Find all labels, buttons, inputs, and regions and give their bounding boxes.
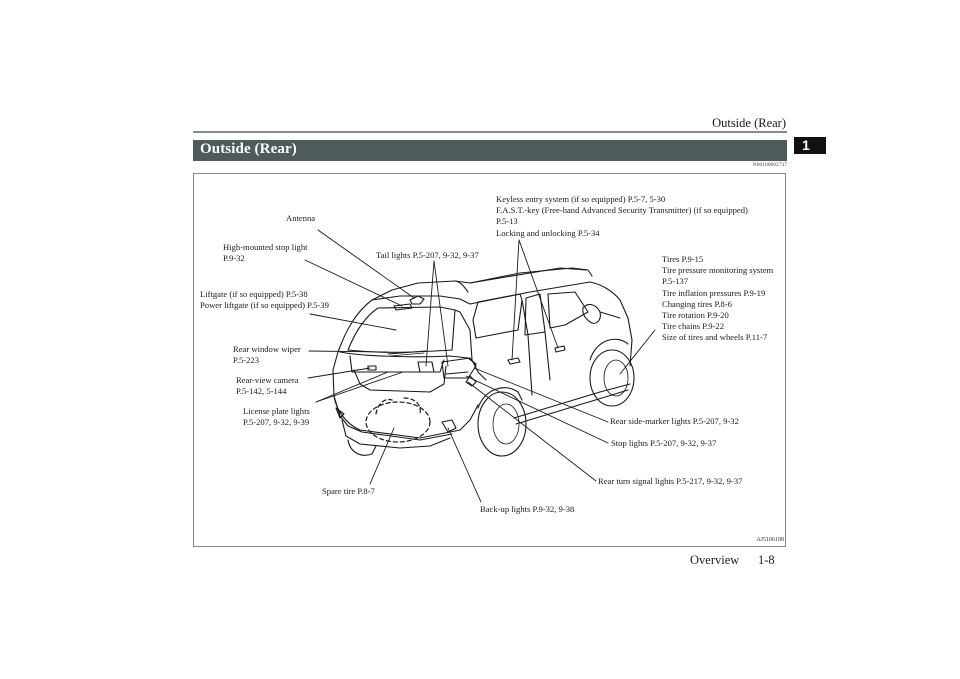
label-line: Tire chains P.9-22 (662, 321, 724, 332)
running-head: Outside (Rear) (712, 116, 786, 130)
label-line: Liftgate (if so equipped) P.5-38 (200, 289, 308, 299)
leader-rear-side-marker-lights (473, 367, 609, 423)
page-ref: P.9-32 (223, 253, 245, 264)
label-line: License plate lights (243, 406, 310, 416)
document-id: N00100602737 (752, 162, 787, 168)
label-antenna-text: Antenna (286, 213, 316, 223)
leader-lines (304, 229, 656, 503)
label-line: Rear window wiper (233, 344, 301, 354)
leader-antenna (317, 229, 415, 299)
leader-spare-tire (369, 427, 395, 485)
page-ref: P.5-137 (662, 276, 689, 287)
label-antenna: Antenna (286, 213, 315, 224)
leader-keyless-2 (518, 239, 559, 349)
label-license-plate-lights: License plate lights P.5-207, 9-32, 9-39 (243, 406, 310, 428)
label-rear-side-marker-lights: Rear side-marker lights P.5-207, 9-32 (610, 416, 739, 427)
leader-liftgate (309, 313, 397, 331)
label-tires: Tires P.9-15 Tire pressure monitoring sy… (662, 254, 773, 344)
header-rule (193, 131, 787, 133)
label-line: Size of tires and wheels P.11-7 (662, 332, 768, 343)
label-tail-lights: Tail lights P.5-207, 9-32, 9-37 (376, 250, 479, 261)
leader-high-mounted-stop-light (304, 259, 403, 307)
label-line: Tire rotation P.9-20 (662, 310, 729, 321)
label-rear-turn-signal-lights: Rear turn signal lights P.5-217, 9-32, 9… (598, 476, 742, 487)
chapter-tab: 1 (794, 137, 826, 154)
leader-license-plate-lights-1 (315, 371, 389, 403)
leader-tires (619, 329, 656, 375)
label-line: Tires P.9-15 (662, 254, 704, 264)
label-line: F.A.S.T.-key (Free-hand Advanced Securit… (496, 205, 748, 216)
label-line: Tire pressure monitoring system (662, 265, 774, 276)
label-high-mounted-stop-light: High-mounted stop light P.9-32 (223, 242, 308, 264)
label-line: Rear-view camera (236, 375, 299, 385)
label-keyless-entry: Keyless entry system (if so equipped) P.… (496, 194, 748, 239)
leader-keyless-1 (511, 239, 520, 361)
car-body-outline (332, 267, 635, 457)
label-line: Power liftgate (if so equipped) P.5-39 (200, 300, 329, 311)
page-ref: P.5-223 (233, 355, 260, 366)
figure-frame (193, 173, 786, 547)
label-line: Stop lights P.5-207, 9-32, 9-37 (611, 438, 717, 448)
label-line: Rear turn signal lights P.5-217, 9-32, 9… (598, 476, 743, 486)
label-line: Changing tires P.8-6 (662, 298, 732, 309)
leader-license-plate-lights-2 (315, 371, 404, 403)
section-title-bar (193, 140, 787, 161)
label-line: Spare tire P.8-7 (322, 486, 375, 496)
label-rear-window-wiper: Rear window wiper P.5-223 (233, 344, 301, 366)
page-number: 1-8 (758, 553, 775, 567)
leader-rear-window-wiper (308, 350, 389, 353)
label-liftgate: Liftgate (if so equipped) P.5-38 Power l… (200, 289, 329, 311)
label-line: Back-up lights P.9-32, 9-38 (480, 504, 575, 514)
figure-id: AJ5106188 (756, 537, 784, 543)
label-line: Tire inflation pressures P.9-19 (662, 287, 766, 298)
label-line: High-mounted stop light (223, 242, 308, 252)
label-backup-lights: Back-up lights P.9-32, 9-38 (480, 504, 574, 515)
leader-rear-turn-signal-lights (467, 381, 597, 482)
page-ref: P.5-142, 5-144 (236, 386, 287, 397)
label-rear-view-camera: Rear-view camera P.5-142, 5-144 (236, 375, 299, 397)
label-line: Keyless entry system (if so equipped) P.… (496, 194, 666, 204)
label-line: Locking and unlocking P.5-34 (496, 227, 600, 238)
label-line: Rear side-marker lights P.5-207, 9-32 (610, 416, 739, 426)
page-ref: P.5-13 (496, 216, 518, 227)
label-line: Tail lights P.5-207, 9-32, 9-37 (376, 250, 479, 260)
leader-tail-lights-1 (425, 260, 435, 367)
page-ref: P.5-207, 9-32, 9-39 (243, 417, 310, 428)
footer-section-name: Overview (690, 553, 740, 567)
leader-tail-lights-2 (433, 260, 449, 367)
leader-stop-lights (465, 375, 609, 444)
label-spare-tire: Spare tire P.8-7 (322, 486, 375, 497)
leader-rear-view-camera (307, 367, 371, 379)
label-stop-lights: Stop lights P.5-207, 9-32, 9-37 (611, 438, 716, 449)
leader-backup-lights (447, 427, 482, 503)
section-title: Outside (Rear) (200, 141, 297, 157)
